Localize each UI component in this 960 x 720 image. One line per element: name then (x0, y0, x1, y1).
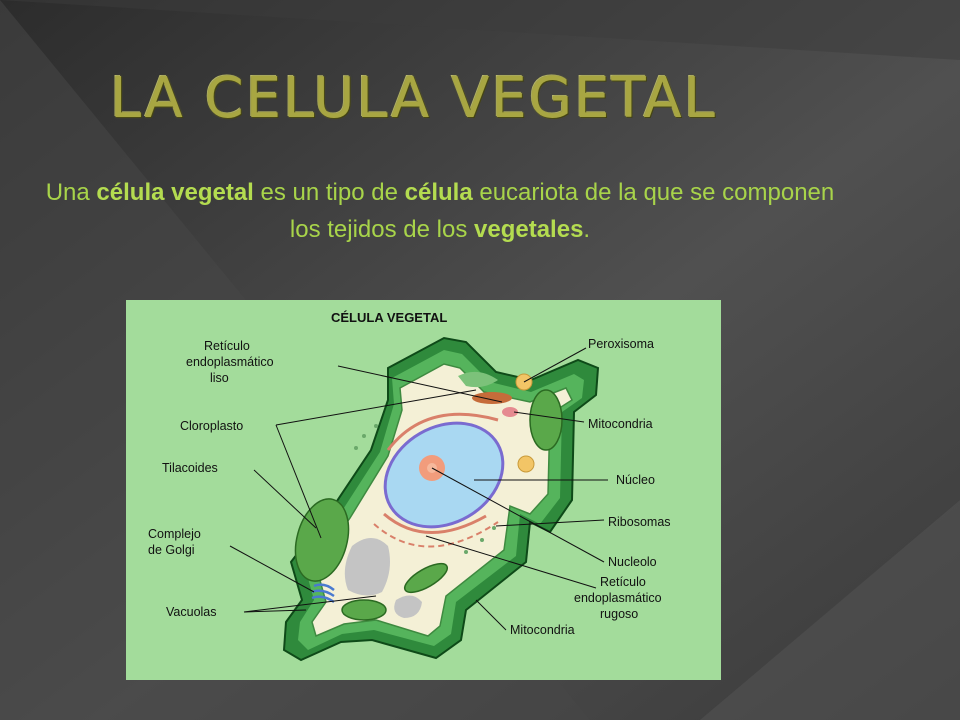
label-cloroplasto: Cloroplasto (180, 419, 243, 433)
label-mitocondria-bottom: Mitocondria (510, 623, 575, 637)
label-golgi: Complejo de Golgi (148, 527, 201, 557)
svg-text:rugoso: rugoso (600, 607, 638, 621)
mitochondrion (472, 392, 512, 404)
svg-text:Retículo: Retículo (204, 339, 250, 353)
label-reticulo-rugoso: Retículo endoplasmático rugoso (574, 575, 662, 621)
intro-text: eucariota de la que se componen los teji… (289, 179, 835, 243)
intro-text: Una (45, 179, 97, 206)
plant-cell-diagram: CÉLULA VEGETAL (126, 300, 721, 680)
label-ribosomas: Ribosomas (608, 515, 671, 529)
svg-text:endoplasmático: endoplasmático (186, 355, 274, 369)
intro-text: . (583, 216, 591, 243)
svg-text:Complejo: Complejo (148, 527, 201, 541)
label-nucleolo: Nucleolo (608, 555, 657, 569)
diagram-title: CÉLULA VEGETAL (331, 310, 447, 325)
label-vacuolas: Vacuolas (166, 605, 217, 619)
svg-text:endoplasmático: endoplasmático (574, 591, 662, 605)
intro-bold-term: vegetales (474, 216, 584, 243)
chloroplast (294, 498, 350, 582)
svg-text:liso: liso (210, 371, 229, 385)
label-peroxisoma: Peroxisoma (588, 337, 654, 351)
label-reticulo-liso: Retículo endoplasmático liso (186, 339, 274, 385)
intro-bold-term: célula (404, 179, 473, 206)
svg-text:Retículo: Retículo (600, 575, 646, 589)
slide-title: LA CELULA VEGETAL (110, 66, 717, 131)
svg-text:de Golgi: de Golgi (148, 543, 195, 557)
label-nucleo: Núcleo (616, 473, 655, 487)
label-mitocondria-top: Mitocondria (588, 417, 653, 431)
vacuole (344, 538, 390, 596)
intro-text: es un tipo de (253, 179, 405, 206)
intro-paragraph: Una célula vegetal es un tipo de célula … (30, 174, 850, 248)
label-tilacoides: Tilacoides (162, 461, 218, 475)
intro-bold-term: célula vegetal (96, 179, 254, 206)
